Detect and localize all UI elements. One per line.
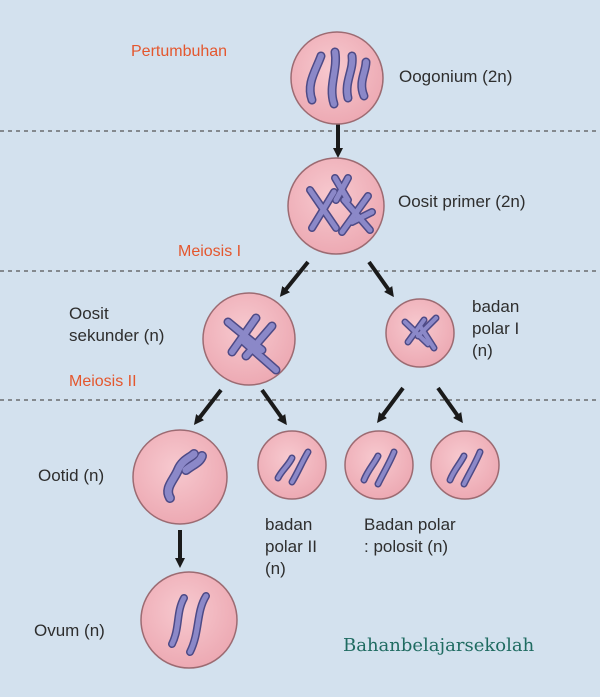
arrow-primary-to-secondary <box>279 260 310 297</box>
label-primary-oocyte: Oosit primer (2n) <box>398 192 526 211</box>
label-ovum: Ovum (n) <box>34 621 105 640</box>
ootid-chromosomes <box>163 449 207 503</box>
ovum-chromosomes <box>168 592 210 656</box>
polocyte-left-cell <box>344 430 414 500</box>
label-polar-body-1: badan polar I (n) <box>472 297 520 360</box>
label-ootid: Ootid (n) <box>38 466 105 485</box>
primary-oocyte-cell <box>287 157 385 255</box>
stage-label-meiosis-1: Meiosis I <box>178 243 242 260</box>
arrow-secondary-to-ootid <box>193 388 223 425</box>
arrow-polar1-to-polocyte-left <box>377 386 405 424</box>
label-polar-body-2: badan polar II (n) <box>265 515 317 578</box>
label-secondary-oocyte: Oosit sekunder (n) <box>69 304 165 345</box>
polocyte-right-chromosomes <box>446 448 484 488</box>
arrow-secondary-to-polar2 <box>260 388 287 426</box>
label-oogonium: Oogonium (2n) <box>399 67 513 86</box>
polar-body-2-chromosomes <box>274 448 312 486</box>
arrows <box>175 121 463 568</box>
label-polocytes: Badan polar : polosit (n) <box>364 515 456 556</box>
polar-body-1-chromosomes <box>401 314 440 352</box>
ovum-cell <box>140 571 238 669</box>
arrow-polar1-to-polocyte-right <box>436 386 463 424</box>
chromosomes <box>163 47 484 656</box>
watermark-text: Bahanbelajarsekolah <box>343 635 535 656</box>
polocyte-right-cell <box>430 430 500 500</box>
stage-label-meiosis-2: Meiosis II <box>69 373 137 390</box>
secondary-oocyte-chromosomes <box>223 313 281 375</box>
stage-label-growth: Pertumbuhan <box>131 43 228 60</box>
primary-oocyte-chromosomes <box>306 174 376 236</box>
arrow-primary-to-polar1 <box>367 260 394 298</box>
polocyte-left-chromosomes <box>360 448 398 488</box>
polar-body-2-cell <box>257 430 327 500</box>
oogonium-chromosomes <box>305 47 371 109</box>
